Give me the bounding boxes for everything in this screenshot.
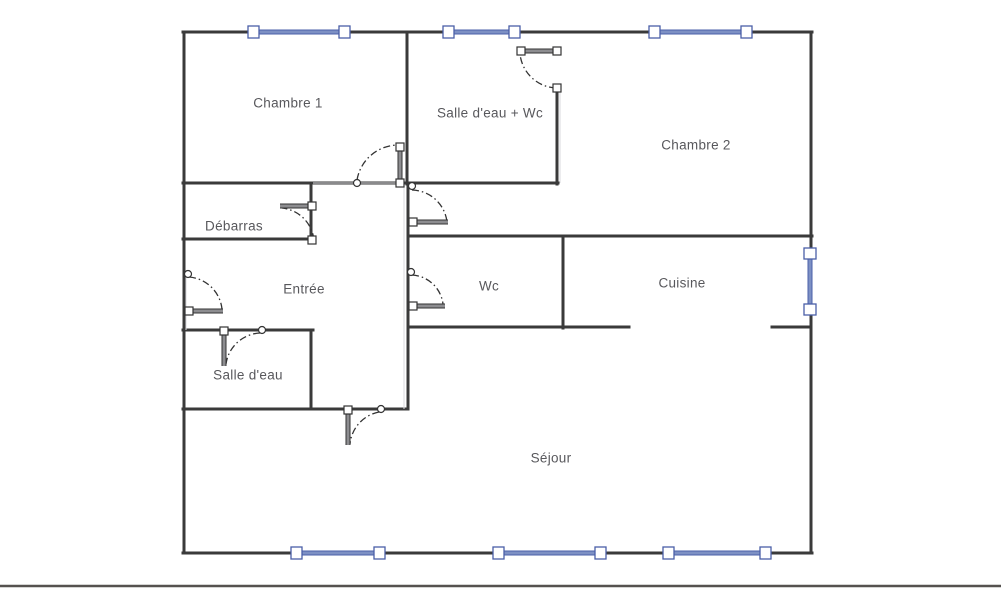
room-label-salle-d-eau-wc: Salle d'eau + Wc [437, 106, 543, 121]
door-debarras [280, 201, 317, 245]
interior-walls [181, 30, 814, 411]
room-label-cuisine: Cuisine [658, 276, 705, 291]
room-label-chambre-1: Chambre 1 [253, 96, 322, 111]
door-sejour [343, 404, 386, 445]
window-top-2 [442, 25, 521, 39]
window-bottom-1 [290, 546, 386, 560]
door-wc [406, 267, 445, 311]
window-top-3 [648, 25, 753, 39]
room-label-sejour: Séjour [531, 451, 572, 466]
room-labels: Chambre 1 Salle d'eau + Wc Chambre 2 Déb… [205, 96, 730, 466]
door-salle-d-eau [219, 325, 267, 366]
door-entree-chambre2 [407, 181, 448, 227]
room-label-wc: Wc [479, 279, 499, 294]
room-label-salle-d-eau: Salle d'eau [213, 368, 283, 383]
windows [247, 25, 817, 560]
window-top-1 [247, 25, 351, 39]
room-label-chambre-2: Chambre 2 [661, 138, 730, 153]
door-chambre1 [352, 142, 405, 188]
door-sdeau-wc [516, 46, 562, 93]
window-bottom-2 [492, 546, 607, 560]
room-label-entree: Entrée [283, 282, 325, 297]
guide-lines [185, 88, 561, 409]
door-entree-exterior [183, 269, 223, 316]
window-right-1 [803, 247, 817, 316]
doors [183, 46, 562, 445]
room-label-debarras: Débarras [205, 219, 263, 234]
window-bottom-3 [662, 546, 772, 560]
